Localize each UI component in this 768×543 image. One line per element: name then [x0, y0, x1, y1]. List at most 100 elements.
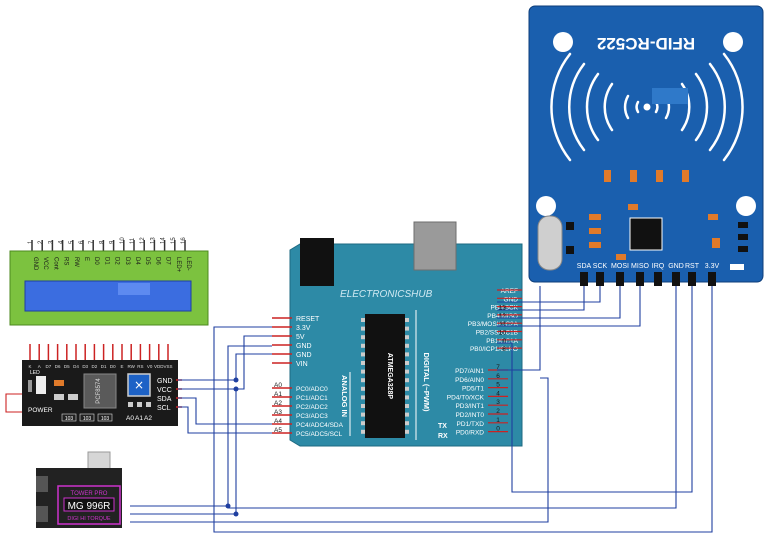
lcd-pin-name: D1 — [103, 257, 109, 265]
arduino-left-header: RESET3.3V5VGNDGNDVINA0PC0/ADC0A1PC1/ADC1… — [272, 316, 344, 438]
lcd-pin-number: 5 — [69, 240, 75, 244]
rfid-black-components — [566, 222, 748, 254]
rfid-pin-label: SCK — [593, 263, 608, 270]
rfid-pin-label: 3.3V — [705, 263, 720, 270]
arduino-analog-pin-number: A3 — [274, 409, 282, 416]
chip-pin — [405, 352, 409, 357]
i2c-pin-label: GND — [157, 378, 173, 385]
lcd-pin-name: D2 — [114, 257, 120, 265]
i2c-top-label: D5 — [64, 364, 70, 369]
i2c-smd-components — [54, 380, 151, 407]
arduino-digital-pin-name: PD7/AIN1 — [455, 368, 484, 375]
wire-rfid-3v3 — [213, 286, 713, 533]
rfid-antenna-icon — [550, 52, 744, 162]
lcd-pin-number: 16 — [181, 237, 187, 244]
i2c-top-label: E — [120, 364, 123, 369]
rfid-led — [730, 264, 744, 270]
rfid-pin-label: MISO — [631, 263, 649, 270]
i2c-top-label: K — [28, 364, 31, 369]
i2c-top-label: RW — [127, 364, 135, 369]
arduino-digital-pin-number: 5 — [496, 382, 500, 389]
arduino-digital-pin-number: 13 — [499, 305, 507, 312]
arduino-digital-pin-number: 11 — [499, 321, 506, 328]
potentiometer-adjust-icon: × — [134, 378, 144, 392]
wire-servo-pwm — [130, 377, 549, 523]
lcd-pin-name: GND — [32, 257, 38, 271]
rx-label: RX — [438, 433, 448, 440]
chip-pin — [405, 404, 409, 408]
lcd-pin-header — [31, 240, 186, 251]
lcd-pin-name: LED- — [185, 257, 191, 271]
wire-module-power — [5, 393, 22, 413]
lcd-pin-name: D5 — [144, 257, 150, 265]
i2c-chip-label: PCF8574 — [96, 378, 102, 404]
chip-pin — [405, 421, 409, 426]
power-jumper — [36, 376, 46, 394]
lcd-pin-number: 1 — [28, 240, 34, 244]
arduino-power-pin-label: GND — [296, 343, 312, 350]
wire-rfid-mosi — [497, 286, 621, 319]
arduino-power-pin-label: 5V — [296, 334, 305, 341]
rfid-antenna-center — [643, 103, 651, 111]
i2c-chip — [83, 373, 117, 409]
tx-label: TX — [438, 423, 447, 430]
i2c-resistor — [97, 413, 113, 422]
wire-junction — [225, 503, 231, 509]
wire-rfid-sda — [497, 286, 585, 311]
chip-pin — [361, 421, 365, 426]
chip-pin — [361, 404, 365, 408]
rfid-module: RFID-RC522 — [528, 5, 764, 286]
i2c-led-label: LED — [30, 370, 40, 376]
lcd-pin-name: D7 — [165, 257, 171, 265]
i2c-top-label: VDD — [154, 364, 164, 369]
chip-pin — [361, 318, 365, 322]
rfid-pin — [654, 272, 662, 286]
lcd-screen — [24, 280, 192, 312]
i2c-top-label: RS — [137, 364, 143, 369]
wire-servo-signal — [497, 286, 541, 371]
rfid-pin — [672, 272, 680, 286]
chip-pin — [405, 412, 409, 417]
rfid-pin-label: GND — [668, 263, 684, 270]
lcd-pin-name: E — [83, 257, 89, 261]
rfid-board — [528, 5, 764, 283]
chip-pin — [405, 361, 409, 365]
i2c-top-label: D1 — [101, 364, 107, 369]
arduino-board: ELECTRONICSHUB ATMEGA328P ANALOG IN DIGI… — [272, 221, 523, 447]
arduino-digital-pin-number: 12 — [499, 313, 507, 320]
i2c-resistor-label: 103 — [101, 416, 110, 422]
chip-pin — [361, 335, 365, 340]
servo-model: MG 996R — [68, 501, 111, 512]
lcd-pin-name: Cont — [52, 257, 58, 270]
chip-pin — [361, 369, 365, 374]
arduino-digital-pin-name: PD0/RXD — [456, 430, 484, 437]
chip-pin — [405, 343, 409, 348]
chip-pin — [405, 369, 409, 374]
arduino-brand: ELECTRONICSHUB — [340, 289, 433, 300]
arduino-digital-pin-name: GND — [504, 296, 519, 303]
i2c-top-label: V0 — [147, 364, 153, 369]
servo-ear — [36, 506, 48, 522]
rfid-pin-label: SDA — [577, 263, 592, 270]
servo-horn — [87, 451, 111, 471]
arduino-digital-pin-name: PD1/TXD — [457, 421, 485, 428]
i2c-top-label: VSS — [163, 364, 172, 369]
i2c-top-label: A — [38, 364, 41, 369]
wire-rfid-rst — [497, 286, 693, 493]
microcontroller-chip — [365, 314, 405, 438]
lcd-pin-number: 8 — [99, 240, 105, 244]
servo-motor: TOWER PRO MG 996R DIGI HI TORQUE — [36, 451, 122, 528]
potentiometer — [127, 373, 151, 397]
arduino-analog-pin-number: A5 — [274, 427, 282, 434]
servo-ear — [36, 476, 48, 492]
lcd-pin-number: 9 — [110, 240, 116, 244]
i2c-resistor-label: 103 — [65, 416, 74, 422]
arduino-digital-pin-name: PD3/INT1 — [455, 403, 484, 410]
wire-i2c-gnd — [178, 353, 272, 381]
servo-model-box — [63, 497, 115, 512]
chip-pin — [405, 386, 409, 391]
arduino-analog-pin-number: A2 — [274, 400, 282, 407]
